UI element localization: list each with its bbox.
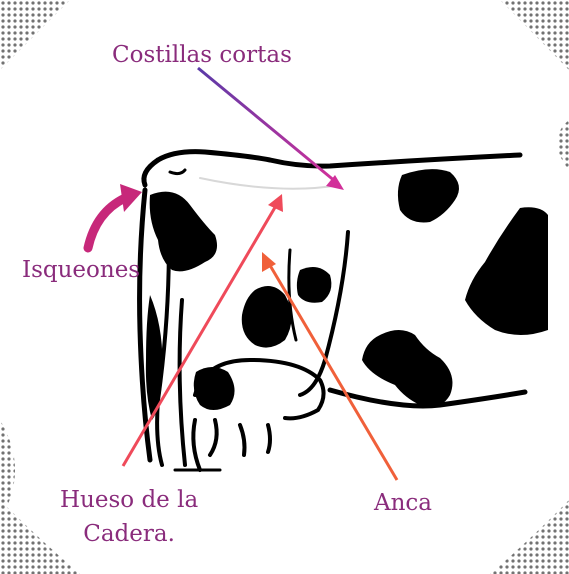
arrow-costillas bbox=[198, 68, 344, 190]
label-anca: Anca bbox=[374, 489, 432, 517]
label-costillas-cortas: Costillas cortas bbox=[112, 41, 292, 69]
arrow-isqueones bbox=[88, 184, 142, 248]
cow-hindquarter-illustration bbox=[140, 152, 525, 470]
label-hueso-line1: Hueso de la bbox=[60, 483, 198, 517]
label-hueso-line2: Cadera. bbox=[60, 517, 198, 551]
label-isqueones: Isqueones bbox=[22, 256, 140, 284]
label-hueso-de-la-cadera: Hueso de la Cadera. bbox=[60, 483, 198, 551]
cow-spots bbox=[146, 169, 548, 420]
